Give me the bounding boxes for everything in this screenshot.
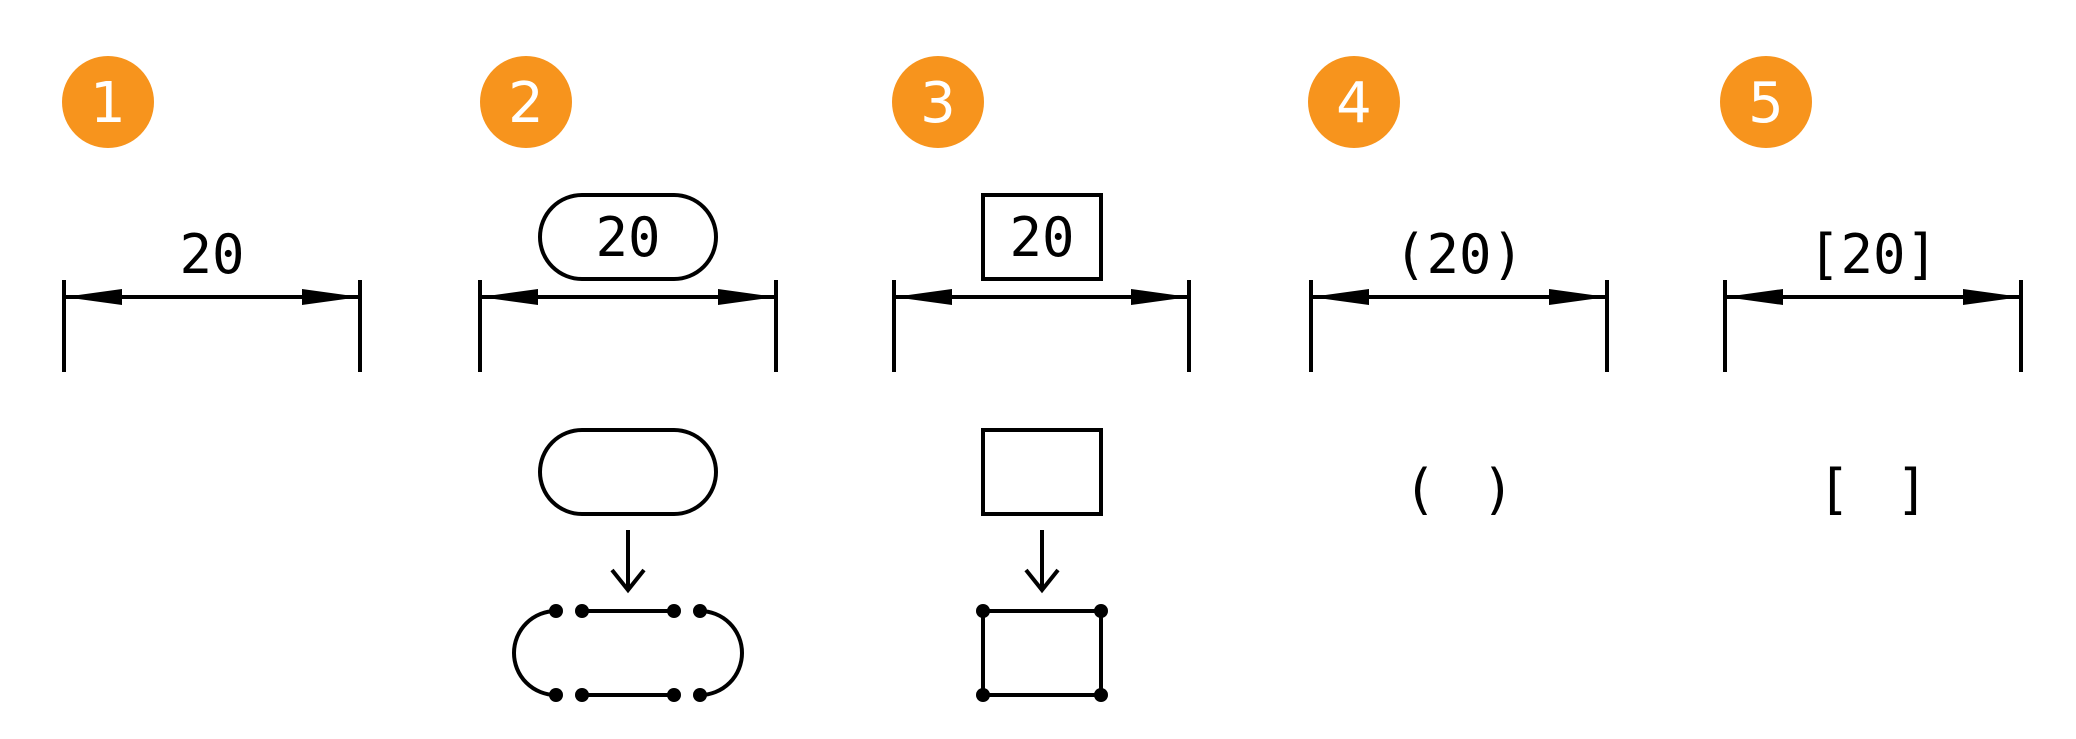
panel-4-dimension: (20) bbox=[1309, 223, 1609, 372]
arrowhead-right bbox=[302, 289, 360, 305]
node-dot bbox=[667, 604, 681, 618]
arrowhead-right bbox=[718, 289, 776, 305]
badge-circle bbox=[892, 56, 984, 148]
badge-circle bbox=[1720, 56, 1812, 148]
node-dot bbox=[1094, 688, 1108, 702]
panel-2: 2 20 bbox=[478, 56, 778, 702]
node-dot bbox=[693, 688, 707, 702]
arrowhead-right bbox=[1131, 289, 1189, 305]
node-dot bbox=[1094, 604, 1108, 618]
node-dot bbox=[667, 688, 681, 702]
panel-2-badge: 2 bbox=[480, 56, 572, 148]
badge-number: 3 bbox=[920, 71, 956, 136]
node-dot bbox=[976, 604, 990, 618]
node-dot bbox=[549, 688, 563, 702]
parentheses-symbols: ( ) bbox=[1404, 458, 1515, 521]
obround-right-arc bbox=[699, 609, 744, 697]
obround-frame bbox=[538, 193, 718, 281]
arrowhead-right bbox=[1963, 289, 2021, 305]
dimension-value: 20 bbox=[179, 223, 244, 286]
node-dot bbox=[549, 604, 563, 618]
node-dot bbox=[575, 604, 589, 618]
right-bracket: ] bbox=[1896, 458, 1929, 521]
panel-4: 4 (20) ( ) bbox=[1308, 56, 1609, 521]
right-parenthesis: ) bbox=[1482, 458, 1515, 521]
badge-circle bbox=[62, 56, 154, 148]
arrowhead-left bbox=[894, 289, 952, 305]
badge-number: 4 bbox=[1336, 71, 1372, 136]
badge-number: 5 bbox=[1748, 71, 1784, 136]
rectangle-frame bbox=[981, 193, 1103, 281]
badge-number: 1 bbox=[90, 71, 126, 136]
obround-left-arc bbox=[512, 609, 557, 697]
obround-construction bbox=[512, 428, 744, 702]
down-arrow-icon bbox=[1024, 568, 1060, 594]
panel-3-dimension: 20 bbox=[892, 193, 1191, 372]
panel-5-dimension: [20] bbox=[1723, 223, 2023, 372]
node-dot bbox=[575, 688, 589, 702]
panel-1-dimension: 20 bbox=[62, 223, 362, 372]
obround-shape bbox=[538, 428, 718, 516]
panel-1-badge: 1 bbox=[62, 56, 154, 148]
left-parenthesis: ( bbox=[1404, 458, 1437, 521]
badge-circle bbox=[480, 56, 572, 148]
arrowhead-left bbox=[1725, 289, 1783, 305]
panel-4-badge: 4 bbox=[1308, 56, 1400, 148]
rectangle-decomposed bbox=[981, 609, 1103, 697]
bracket-symbols: [ ] bbox=[1818, 458, 1929, 521]
panel-5-badge: 5 bbox=[1720, 56, 1812, 148]
left-bracket: [ bbox=[1818, 458, 1851, 521]
down-arrow-icon bbox=[610, 568, 646, 594]
panel-1: 1 20 bbox=[62, 56, 362, 372]
badge-circle bbox=[1308, 56, 1400, 148]
badge-number: 2 bbox=[508, 71, 544, 136]
dimension-value: 20 bbox=[595, 206, 660, 269]
arrowhead-right bbox=[1549, 289, 1607, 305]
node-dot bbox=[976, 688, 990, 702]
dimension-value: 20 bbox=[1009, 206, 1074, 269]
panel-2-dimension: 20 bbox=[478, 193, 778, 372]
arrowhead-left bbox=[480, 289, 538, 305]
rectangle-shape bbox=[981, 428, 1103, 516]
dimension-value: (20) bbox=[1394, 223, 1524, 286]
dimension-value: [20] bbox=[1808, 223, 1938, 286]
node-dot bbox=[693, 604, 707, 618]
panel-3: 3 20 bbox=[892, 56, 1191, 702]
panel-3-badge: 3 bbox=[892, 56, 984, 148]
arrowhead-left bbox=[64, 289, 122, 305]
arrowhead-left bbox=[1311, 289, 1369, 305]
rectangle-construction bbox=[976, 428, 1108, 702]
panel-5: 5 [20] [ ] bbox=[1720, 56, 2023, 521]
